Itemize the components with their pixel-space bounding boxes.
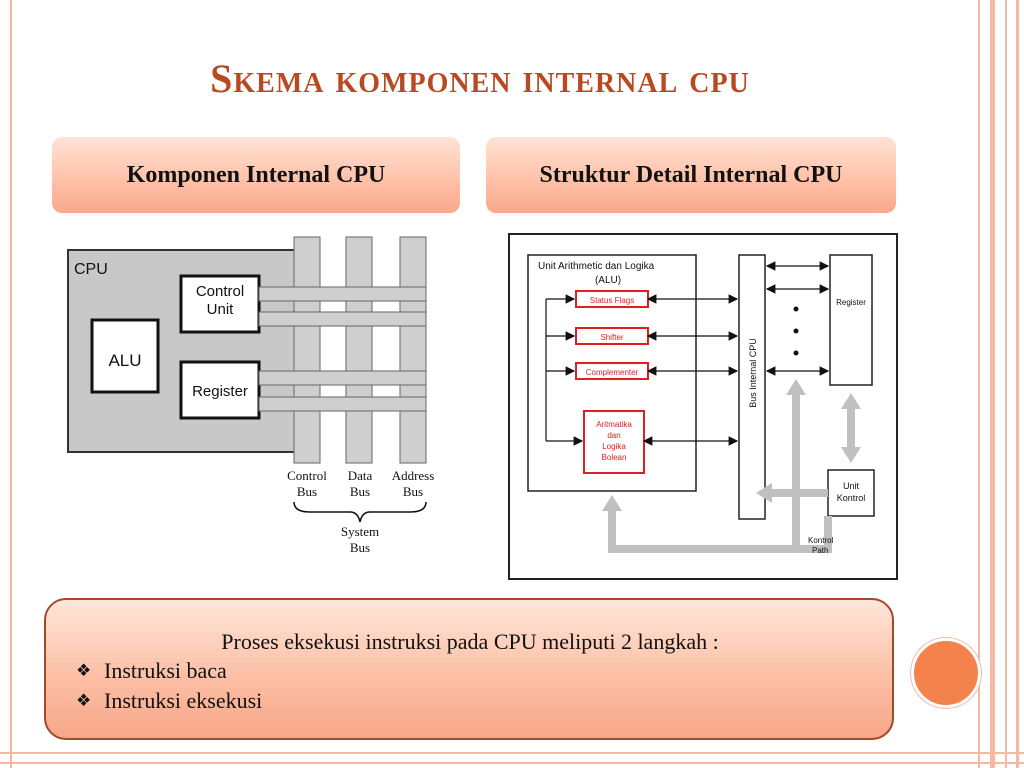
bus-label: Control [287, 468, 327, 483]
cpu-detail-diagram: Unit Arithmetic dan Logika (ALU) Status … [508, 233, 898, 580]
unit-kontrol-box [827, 469, 875, 517]
cpu-label: CPU [74, 261, 108, 278]
alu-title: Unit Arithmetic dan Logika [538, 261, 655, 272]
system-bus-label: Bus [350, 540, 370, 555]
ellipsis-dot [793, 328, 799, 334]
complementer-label: Complementer [586, 368, 639, 377]
bus-label: Bus [350, 484, 370, 499]
kontrol-path-label: Path [812, 546, 828, 555]
bullet-text: Instruksi baca [104, 658, 227, 683]
decorative-circle-icon [911, 638, 981, 708]
list-item: ❖ Instruksi eksekusi [68, 686, 872, 716]
frame-line [10, 0, 12, 768]
unit-kontrol-label: Kontrol [837, 493, 866, 503]
ellipsis-dot [793, 350, 799, 356]
summary-heading: Proses eksekusi instruksi pada CPU melip… [221, 629, 719, 654]
arithmetic-logic-box [583, 410, 645, 474]
header-left-label: Komponen Internal CPU [126, 162, 386, 188]
control-unit-label: Control [196, 283, 244, 300]
system-bus-lines [293, 236, 427, 464]
diamond-bullet-icon: ❖ [76, 691, 92, 710]
header-komponen-internal: Komponen Internal CPU [52, 137, 460, 213]
slide-title: Skema komponen internal cpu [210, 56, 750, 101]
arithmetic-logic-label: Aritmatika [596, 420, 632, 429]
register-label: Register [192, 383, 248, 400]
bus-connections [258, 286, 427, 412]
bus-label: Bus [297, 484, 317, 499]
kontrol-path-label: Kontrol [808, 536, 834, 545]
arithmetic-logic-label: Logika [602, 442, 626, 451]
header-right-label: Struktur Detail Internal CPU [539, 162, 843, 188]
status-flags-label: Status Flags [590, 296, 634, 305]
alu-label: ALU [108, 351, 141, 370]
header-struktur-detail: Struktur Detail Internal CPU [486, 137, 896, 213]
bus-label: Data [348, 468, 373, 483]
bus-label: Bus [403, 484, 423, 499]
frame-line [1005, 0, 1007, 768]
arithmetic-logic-label: dan [607, 431, 620, 440]
alu-box [90, 318, 160, 394]
system-bus-label: System [341, 524, 379, 539]
control-unit-box [179, 274, 261, 334]
ellipsis-dot [793, 306, 799, 312]
frame-line [1016, 0, 1019, 768]
shifter-label: Shifter [600, 333, 623, 342]
register-box [829, 254, 873, 386]
arithmetic-logic-label: Bolean [602, 453, 627, 462]
cpu-component-diagram: CPU ALU Control Unit Register Control Bu… [67, 236, 435, 555]
diamond-bullet-icon: ❖ [76, 661, 92, 680]
summary-box: Proses eksekusi instruksi pada CPU melip… [44, 598, 894, 740]
frame-line [0, 762, 1024, 764]
bus-label: Address [392, 468, 435, 483]
frame-line [0, 752, 1024, 754]
register-box [179, 360, 261, 420]
unit-kontrol-label: Unit [843, 481, 860, 491]
bus-internal-label: Bus Internal CPU [748, 338, 758, 408]
list-item: ❖ Instruksi baca [68, 656, 872, 686]
frame-line [990, 0, 995, 768]
bus-internal-box [738, 254, 766, 520]
bullet-text: Instruksi eksekusi [104, 688, 263, 713]
frame-line [978, 0, 980, 768]
control-path-arrows [602, 379, 861, 553]
alu-title: (ALU) [595, 275, 621, 286]
system-bus-brace [293, 501, 427, 523]
control-unit-label: Unit [207, 301, 235, 318]
register-label: Register [836, 298, 866, 307]
